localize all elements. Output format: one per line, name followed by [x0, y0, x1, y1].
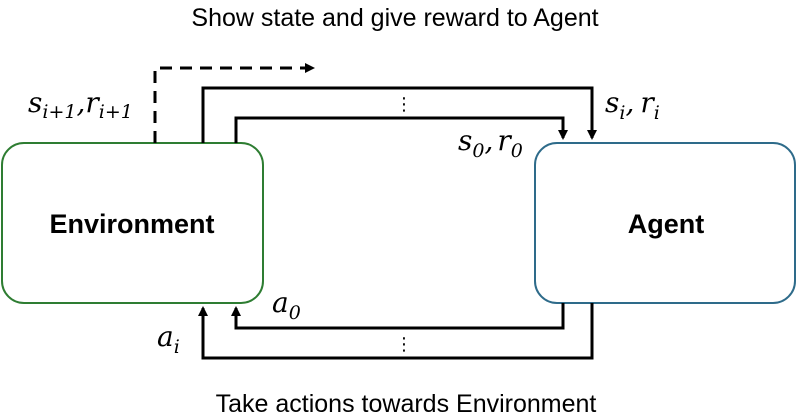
top-caption: Show state and give reward to Agent [191, 4, 598, 32]
s-0-sub: 0 [472, 140, 484, 162]
state-reward-0-label: s0,r0 [458, 124, 523, 162]
comma-2: , [625, 86, 634, 119]
r-next-base: r [85, 86, 100, 119]
agent-node: Agent [534, 142, 796, 304]
action-0-label: a0 [272, 286, 301, 324]
s-next-base: s [28, 86, 42, 119]
s-i-sub: i [619, 102, 625, 124]
bottom-ellipsis: ⋮ [395, 334, 413, 355]
comma-3: , [484, 124, 493, 157]
action-arrow-i [198, 303, 594, 360]
comma-1: , [76, 86, 85, 119]
s-0-base: s [458, 124, 472, 157]
agent-label: Agent [628, 209, 705, 239]
state-reward-i-label: si,ri [605, 86, 660, 124]
a-0-base: a [272, 286, 289, 319]
r-0-sub: 0 [511, 140, 523, 162]
top-ellipsis: ⋮ [395, 94, 413, 115]
action-arrow-0 [231, 303, 565, 330]
next-state-reward-label: si+1,ri+1 [28, 86, 133, 123]
bottom-caption: Take actions towards Environment [216, 390, 597, 417]
r-i-base: r [640, 86, 655, 119]
a-i-base: a [157, 320, 174, 353]
r-0-base: r [497, 124, 512, 157]
a-i-sub: i [174, 336, 180, 358]
agent-box [534, 142, 796, 304]
environment-node: Environment [1, 142, 264, 304]
a-0-sub: 0 [289, 302, 301, 324]
environment-box [1, 142, 264, 304]
action-i-label: ai [157, 320, 180, 358]
environment-label: Environment [49, 209, 214, 239]
r-next-sub: i+1 [99, 101, 133, 123]
r-i-sub: i [654, 102, 660, 124]
s-i-base: s [605, 86, 619, 119]
state-reward-arrow-i [201, 86, 597, 143]
state-reward-arrow-0 [234, 116, 568, 143]
s-next-sub: i+1 [42, 101, 76, 123]
next-state-dashed-arrow [153, 63, 315, 143]
